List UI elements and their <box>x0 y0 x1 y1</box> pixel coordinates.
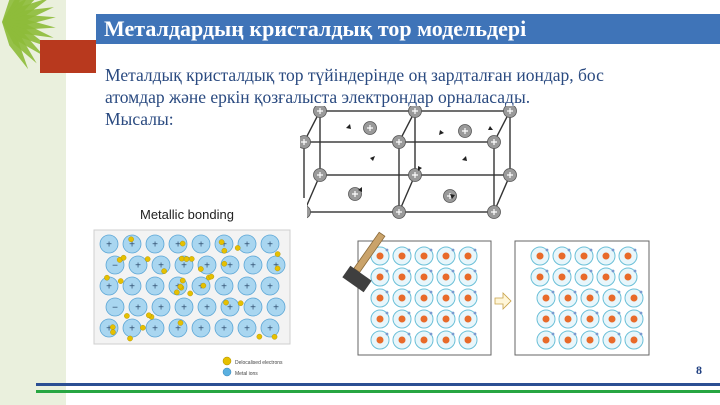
svg-text:+: + <box>152 324 158 335</box>
svg-text:+: + <box>267 282 273 293</box>
svg-text:−: − <box>112 261 118 272</box>
svg-text:+: + <box>135 303 141 314</box>
svg-text:+: + <box>250 261 256 272</box>
footer-line-blue <box>36 383 720 386</box>
cubic-lattice-figure <box>300 106 517 219</box>
body-line-3: Мысалы: <box>105 109 174 129</box>
svg-text:+: + <box>204 303 210 314</box>
svg-text:+: + <box>221 324 227 335</box>
slide-body-text: Металдық кристалдық тор түйіндерінде оң … <box>105 64 685 130</box>
svg-text:+: + <box>181 261 187 272</box>
svg-text:+: + <box>273 303 279 314</box>
hammer-icon <box>342 231 386 293</box>
svg-text:+: + <box>129 324 135 335</box>
legend-electrons-label: Delocalised electrons <box>235 360 283 366</box>
svg-text:+: + <box>244 240 250 251</box>
svg-text:+: + <box>267 324 273 335</box>
svg-text:+: + <box>250 303 256 314</box>
svg-text:+: + <box>198 240 204 251</box>
svg-text:+: + <box>244 282 250 293</box>
title-bar <box>96 14 720 44</box>
body-line-2: атомдар және еркін қозғалыста электронда… <box>105 87 531 107</box>
svg-text:+: + <box>135 261 141 272</box>
svg-text:+: + <box>227 261 233 272</box>
svg-text:+: + <box>198 324 204 335</box>
footer-line-green <box>36 390 720 393</box>
svg-text:+: + <box>129 282 135 293</box>
svg-text:+: + <box>129 240 135 251</box>
body-line-1: Металдық кристалдық тор түйіндерінде оң … <box>105 65 604 85</box>
svg-text:+: + <box>152 282 158 293</box>
legend-ions-label: Metal ions <box>235 371 258 377</box>
svg-text:+: + <box>158 261 164 272</box>
page-number: 8 <box>696 363 702 377</box>
svg-text:+: + <box>152 240 158 251</box>
svg-text:−: − <box>112 303 118 314</box>
metallic-bonding-figure: Metallic bonding ++++++++−++++++++++++++… <box>82 198 307 388</box>
svg-text:+: + <box>227 303 233 314</box>
hammer-deformation-figure <box>342 231 650 356</box>
svg-text:+: + <box>106 324 112 335</box>
svg-text:+: + <box>175 240 181 251</box>
svg-text:+: + <box>221 240 227 251</box>
svg-text:+: + <box>158 303 164 314</box>
svg-text:+: + <box>106 240 112 251</box>
svg-text:+: + <box>204 261 210 272</box>
pinwheel-icon <box>2 0 56 70</box>
svg-text:+: + <box>273 261 279 272</box>
svg-text:+: + <box>181 303 187 314</box>
svg-text:+: + <box>221 282 227 293</box>
red-accent-tab <box>40 40 96 73</box>
svg-text:+: + <box>175 324 181 335</box>
slide-title: Металдардың кристалдық тор модельдері <box>104 16 527 41</box>
svg-text:+: + <box>244 324 250 335</box>
metallic-bonding-title: Metallic bonding <box>140 207 234 222</box>
svg-text:+: + <box>106 282 112 293</box>
svg-text:+: + <box>267 240 273 251</box>
